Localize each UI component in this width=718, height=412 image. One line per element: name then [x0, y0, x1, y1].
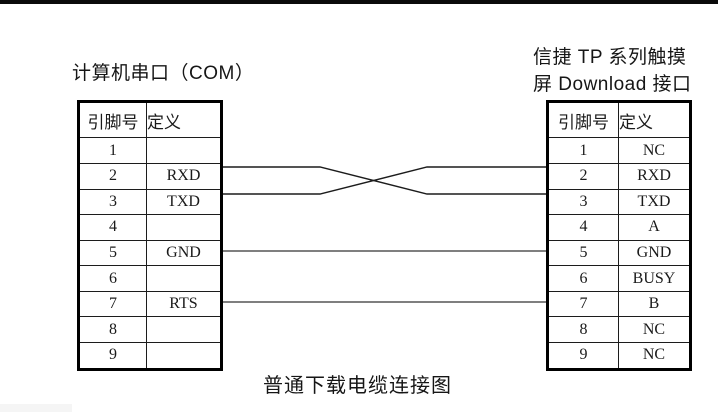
table-row: 5 GND	[547, 239, 691, 267]
pin-number-cell: 7	[78, 290, 147, 318]
table-row: 6	[78, 265, 222, 292]
header-pin-number: 引脚号	[78, 100, 147, 139]
pin-def-cell: RXD	[146, 162, 222, 190]
header-definition: 定义	[618, 100, 691, 139]
pin-def-cell	[146, 316, 222, 343]
pin-def-cell: RTS	[146, 290, 222, 318]
table-row: 8	[78, 316, 222, 343]
pin-def-cell: GND	[618, 239, 691, 267]
header-pin-number: 引脚号	[547, 100, 619, 139]
wire-left2-to-right3	[223, 166, 546, 195]
pin-def-cell: GND	[146, 239, 222, 267]
table-row: 6 BUSY	[547, 265, 691, 292]
pin-def-cell: NC	[618, 137, 691, 164]
pin-def-cell	[146, 265, 222, 292]
table-row: 7 B	[547, 290, 691, 318]
pin-def-cell: RXD	[618, 162, 691, 190]
right-pin-table: 引脚号 定义 1 NC 2 RXD 3 TXD 4 A 5 GND 6 BUSY…	[546, 100, 692, 371]
pin-number-cell: 1	[78, 137, 147, 164]
pin-def-cell	[146, 137, 222, 164]
pin-def-cell: NC	[618, 316, 691, 343]
pin-def-cell: A	[618, 214, 691, 241]
table-row: 9 NC	[547, 341, 691, 371]
pin-number-cell: 5	[547, 239, 619, 267]
table-row: 5 GND	[78, 239, 222, 267]
pin-def-cell: NC	[618, 341, 691, 371]
pin-number-cell: 2	[547, 162, 619, 190]
table-row: 3 TXD	[547, 188, 691, 216]
table-row: 4	[78, 214, 222, 241]
pin-number-cell: 6	[78, 265, 147, 292]
pin-number-cell: 8	[78, 316, 147, 343]
corner-smudge	[0, 404, 72, 412]
pin-number-cell: 8	[547, 316, 619, 343]
table-row: 9	[78, 341, 222, 371]
pin-number-cell: 3	[547, 188, 619, 216]
wire-left3-to-right2	[223, 166, 546, 195]
pin-number-cell: 6	[547, 265, 619, 292]
table-row: 8 NC	[547, 316, 691, 343]
pin-def-cell: B	[618, 290, 691, 318]
top-border-rule	[0, 0, 718, 4]
table-row: 7 RTS	[78, 290, 222, 318]
table-row: 1 NC	[547, 137, 691, 164]
diagram-caption: 普通下载电缆连接图	[263, 375, 452, 397]
table-header-row: 引脚号 定义	[78, 100, 222, 139]
pin-number-cell: 5	[78, 239, 147, 267]
header-definition: 定义	[146, 100, 222, 139]
pin-def-cell	[146, 341, 222, 371]
pin-number-cell: 1	[547, 137, 619, 164]
left-connector-title: 计算机串口（COM）	[72, 63, 255, 84]
table-row: 4 A	[547, 214, 691, 241]
pin-def-cell	[146, 214, 222, 241]
right-connector-title-line2: 屏 Download 接口	[533, 74, 692, 95]
table-header-row: 引脚号 定义	[547, 100, 691, 139]
table-row: 3 TXD	[78, 188, 222, 216]
pin-number-cell: 3	[78, 188, 147, 216]
pin-number-cell: 4	[78, 214, 147, 241]
table-row: 2 RXD	[547, 162, 691, 190]
pin-number-cell: 4	[547, 214, 619, 241]
pin-def-cell: TXD	[618, 188, 691, 216]
pin-def-cell: TXD	[146, 188, 222, 216]
pin-number-cell: 9	[547, 341, 619, 371]
left-pin-table: 引脚号 定义 1 2 RXD 3 TXD 4 5 GND 6 7 RTS	[77, 100, 223, 371]
right-connector-title: 信捷 TP 系列触摸 屏 Download 接口	[533, 44, 692, 98]
pin-def-cell: BUSY	[618, 265, 691, 292]
pin-number-cell: 2	[78, 162, 147, 190]
pin-number-cell: 9	[78, 341, 147, 371]
table-row: 1	[78, 137, 222, 164]
table-row: 2 RXD	[78, 162, 222, 190]
pin-number-cell: 7	[547, 290, 619, 318]
right-connector-title-line1: 信捷 TP 系列触摸	[533, 47, 687, 68]
